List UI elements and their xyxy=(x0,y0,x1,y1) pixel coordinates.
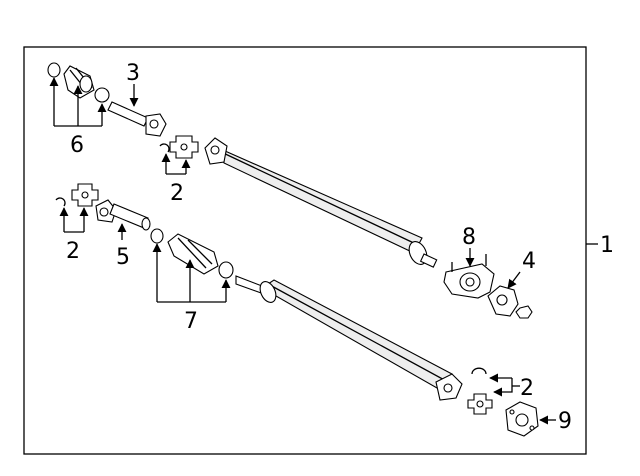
callout-3: 3 xyxy=(126,61,140,86)
u-joint-upper xyxy=(159,135,199,159)
callout-5: 5 xyxy=(116,245,130,270)
companion-flange xyxy=(505,401,539,437)
callout-2-left: 2 xyxy=(66,239,80,264)
upper-drive-shaft xyxy=(204,137,438,268)
callout-9: 9 xyxy=(558,409,572,434)
lower-shaft-spline xyxy=(235,275,265,295)
hex-nut xyxy=(515,305,533,319)
slip-yoke-upper xyxy=(107,101,167,137)
flange-yoke xyxy=(487,285,533,319)
retaining-clip-lower xyxy=(471,367,487,375)
boot-kit-lower xyxy=(150,228,234,279)
clamp-ring-large xyxy=(94,87,110,103)
callout-8: 8 xyxy=(462,225,476,250)
callout-2-upper: 2 xyxy=(170,181,184,206)
diagram-frame xyxy=(23,46,587,455)
callout-6: 6 xyxy=(70,133,84,158)
retaining-clip-left xyxy=(55,197,66,207)
boot-kit-upper xyxy=(47,62,110,103)
lower-drive-shaft xyxy=(235,275,463,401)
upper-shaft-spline xyxy=(419,253,438,268)
slip-yoke-lower xyxy=(95,199,151,231)
clamp-ring-small xyxy=(47,62,61,78)
center-support-bearing xyxy=(443,254,495,299)
u-joint-lower xyxy=(467,367,493,415)
retaining-clip-upper xyxy=(159,143,170,153)
callout-7: 7 xyxy=(184,309,198,334)
callout-2-lower: 2 xyxy=(520,376,534,401)
callout-4: 4 xyxy=(522,249,536,274)
u-joint-left xyxy=(55,183,99,207)
callout-1: 1 xyxy=(600,233,614,258)
